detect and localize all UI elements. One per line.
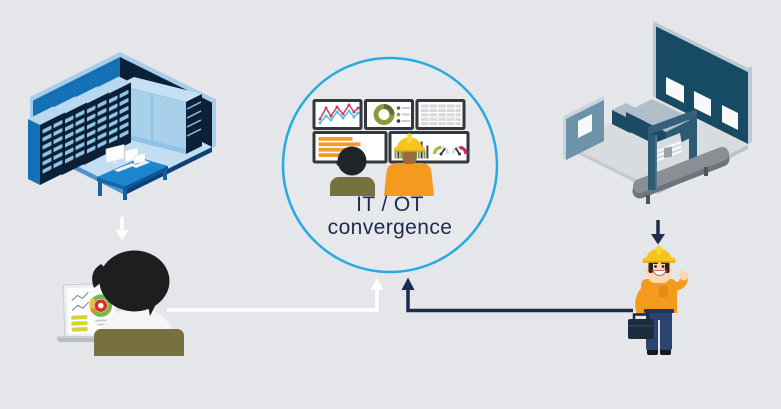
- worker-smile: [651, 270, 668, 277]
- factory-cell-icon: [563, 21, 752, 204]
- arrow-server-room-to-analyst: [115, 216, 129, 241]
- arrow-analyst-to-convergence: [167, 277, 384, 312]
- factory-window: [578, 114, 592, 138]
- machine-head: [652, 133, 684, 167]
- desk-keyboard: [114, 163, 136, 172]
- toolbox-icon: [628, 313, 654, 339]
- gauge-icon: [432, 145, 450, 156]
- factory-window: [666, 76, 684, 103]
- worker-leg: [660, 312, 672, 350]
- convergence-title-line1: IT / OT: [356, 193, 424, 216]
- factory-side-wall: [563, 96, 604, 160]
- operators-pair-icon: [330, 133, 434, 196]
- gantry-front-post: [648, 135, 657, 190]
- server-room-icon: [28, 52, 216, 200]
- analyst-hair: [99, 250, 170, 312]
- desk-monitor: [105, 144, 125, 165]
- screen-data-table: [415, 99, 466, 130]
- factory-back-wall: [653, 21, 752, 144]
- worker-pocket: [659, 286, 668, 297]
- desk-laptop: [133, 152, 146, 165]
- factory-window: [694, 90, 711, 117]
- factory-window: [722, 104, 738, 130]
- hard-hat-icon: [642, 245, 676, 263]
- server-rack: [28, 106, 65, 185]
- analyst-figure: [92, 250, 184, 356]
- field-worker-icon: [628, 245, 689, 355]
- screen-line-chart: [312, 99, 363, 130]
- gauge-icon: [451, 145, 468, 156]
- convergence-title-line2: convergence: [327, 216, 453, 239]
- screen-donut-chart: [364, 99, 414, 130]
- arrow-factory-to-worker: [651, 220, 665, 245]
- server-cabinet: [118, 77, 202, 154]
- ot-operator-figure: [384, 133, 434, 196]
- worker-belt: [644, 309, 674, 313]
- it-operator-figure: [330, 146, 375, 196]
- laptop-donut-gauge: [89, 294, 113, 326]
- flow-arrows: [115, 216, 665, 313]
- gantry-beam: [648, 109, 697, 135]
- laptop-bar-chart: [71, 315, 88, 332]
- it-analyst-icon: [57, 250, 184, 356]
- gantry-rear-post: [689, 114, 697, 166]
- operator-desk: [97, 144, 168, 200]
- monitor-wall-icon: [312, 99, 470, 164]
- convergence-circle: [281, 56, 499, 274]
- arrow-worker-to-convergence: [401, 277, 633, 313]
